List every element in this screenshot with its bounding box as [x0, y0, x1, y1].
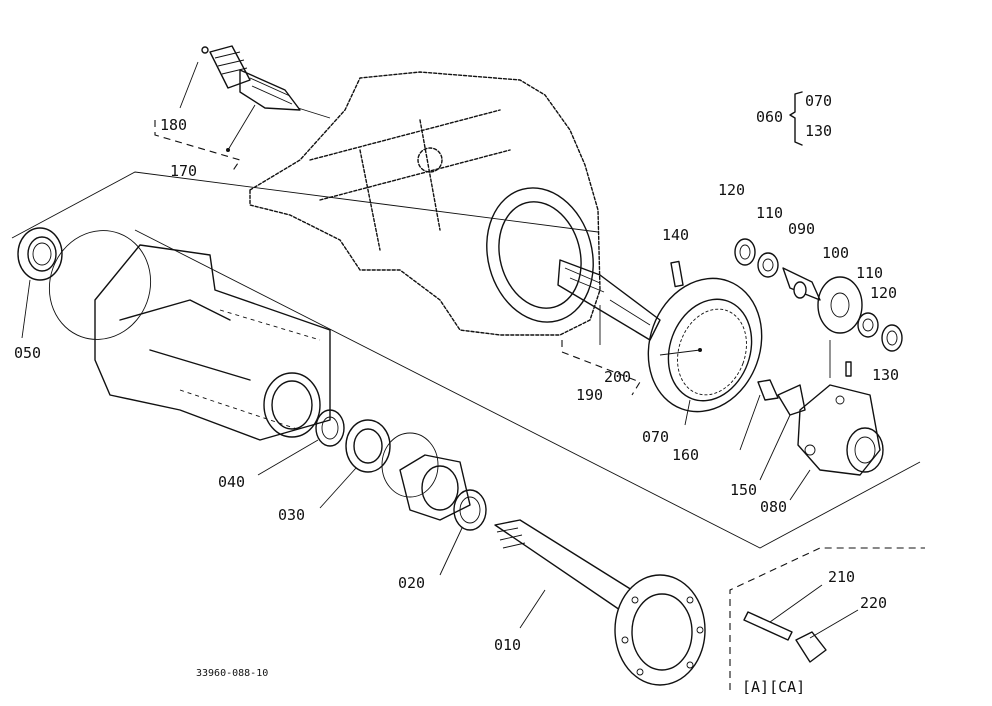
- bearing-110-left: [757, 252, 779, 278]
- label-100: 100: [822, 244, 849, 262]
- variant-note: [A][CA]: [742, 678, 805, 696]
- label-170: 170: [170, 162, 197, 180]
- axle-tube-housing: [94, 244, 331, 441]
- axle-housing: [249, 71, 601, 336]
- label-140: 140: [662, 226, 689, 244]
- retainer-ring: [381, 432, 471, 521]
- ring-gear-070: [647, 277, 763, 426]
- label-220: 220: [860, 594, 887, 612]
- label-200: 200: [604, 368, 631, 386]
- pinion-shaft-170: [201, 45, 331, 119]
- label-090: 090: [788, 220, 815, 238]
- shaft-090: [782, 267, 821, 301]
- label-040: 040: [218, 473, 245, 491]
- bearing-110-right: [857, 312, 879, 338]
- group-bracket-060: [789, 91, 803, 146]
- label-150: 150: [730, 481, 757, 499]
- nut-220: [795, 609, 859, 663]
- label-190: 190: [576, 386, 603, 404]
- gear-100: [817, 276, 863, 334]
- label-070: 070: [642, 428, 669, 446]
- washer-120-right: [881, 324, 903, 352]
- label-110b: 110: [856, 264, 883, 282]
- label-120b: 120: [870, 284, 897, 302]
- assembly-boundary: [11, 171, 921, 549]
- pin-130: [829, 340, 852, 378]
- label-group-070: 070: [805, 92, 832, 110]
- label-group-130: 130: [805, 122, 832, 140]
- bushing-020: [439, 489, 487, 576]
- bearing-040: [257, 409, 345, 476]
- variant-section: [729, 547, 925, 690]
- seal-050: [17, 227, 63, 339]
- label-210: 210: [828, 568, 855, 586]
- bearing-030: [319, 419, 391, 509]
- label-160: 160: [672, 446, 699, 464]
- label-120a: 120: [718, 181, 745, 199]
- label-010: 010: [494, 636, 521, 654]
- label-group-060: 060: [756, 108, 783, 126]
- bolt-210: [743, 584, 823, 641]
- label-130: 130: [872, 366, 899, 384]
- diff-case-080: [789, 384, 884, 501]
- lock-plate-150: [759, 384, 806, 481]
- label-180: 180: [160, 116, 187, 134]
- gasket-ring: [48, 230, 152, 340]
- label-030: 030: [278, 506, 305, 524]
- label-080: 080: [760, 498, 787, 516]
- pin-140: [670, 260, 684, 288]
- bolt-160: [739, 379, 779, 451]
- drawing-number: 33960-088-10: [196, 668, 268, 679]
- washer-120-left: [734, 238, 756, 266]
- label-050: 050: [14, 344, 41, 362]
- label-020: 020: [398, 574, 425, 592]
- group-170-bracket: [154, 61, 256, 173]
- axle-shaft-010: [494, 519, 706, 686]
- part-labels: 010 020 030 040 050 070 080 090 100 110 …: [14, 92, 899, 696]
- label-110a: 110: [756, 204, 783, 222]
